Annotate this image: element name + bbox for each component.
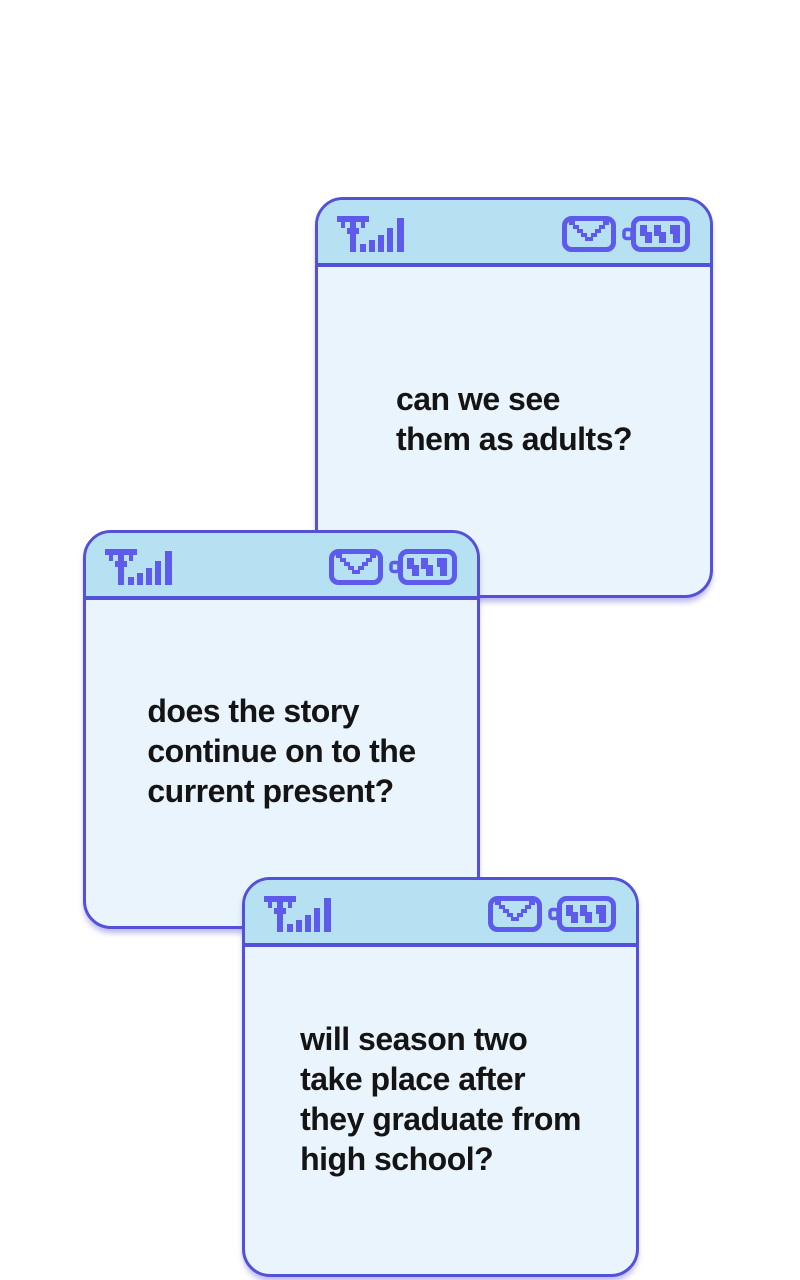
signal-strength-icon [264, 896, 332, 932]
message-text: can we see them as adults? [395, 381, 633, 457]
battery-icon [548, 896, 616, 932]
signal-strength-icon [105, 549, 173, 585]
status-bar [86, 533, 477, 600]
message-text: will season two take place after they gr… [300, 1020, 581, 1177]
envelope-icon [329, 549, 383, 585]
battery-icon [622, 216, 690, 252]
envelope-icon [562, 216, 616, 252]
envelope-icon [488, 896, 542, 932]
battery-icon [389, 549, 457, 585]
status-bar [245, 880, 636, 947]
status-bar [318, 200, 710, 267]
phone-message-window-2: does the story continue on to the curren… [83, 530, 480, 929]
signal-strength-icon [337, 216, 405, 252]
message-area: will season two take place after they gr… [245, 947, 636, 1274]
message-area: can we see them as adults? [318, 267, 710, 595]
phone-message-window-3: will season two take place after they gr… [242, 877, 639, 1277]
message-area: does the story continue on to the curren… [86, 600, 477, 926]
message-text: does the story continue on to the curren… [147, 693, 416, 809]
